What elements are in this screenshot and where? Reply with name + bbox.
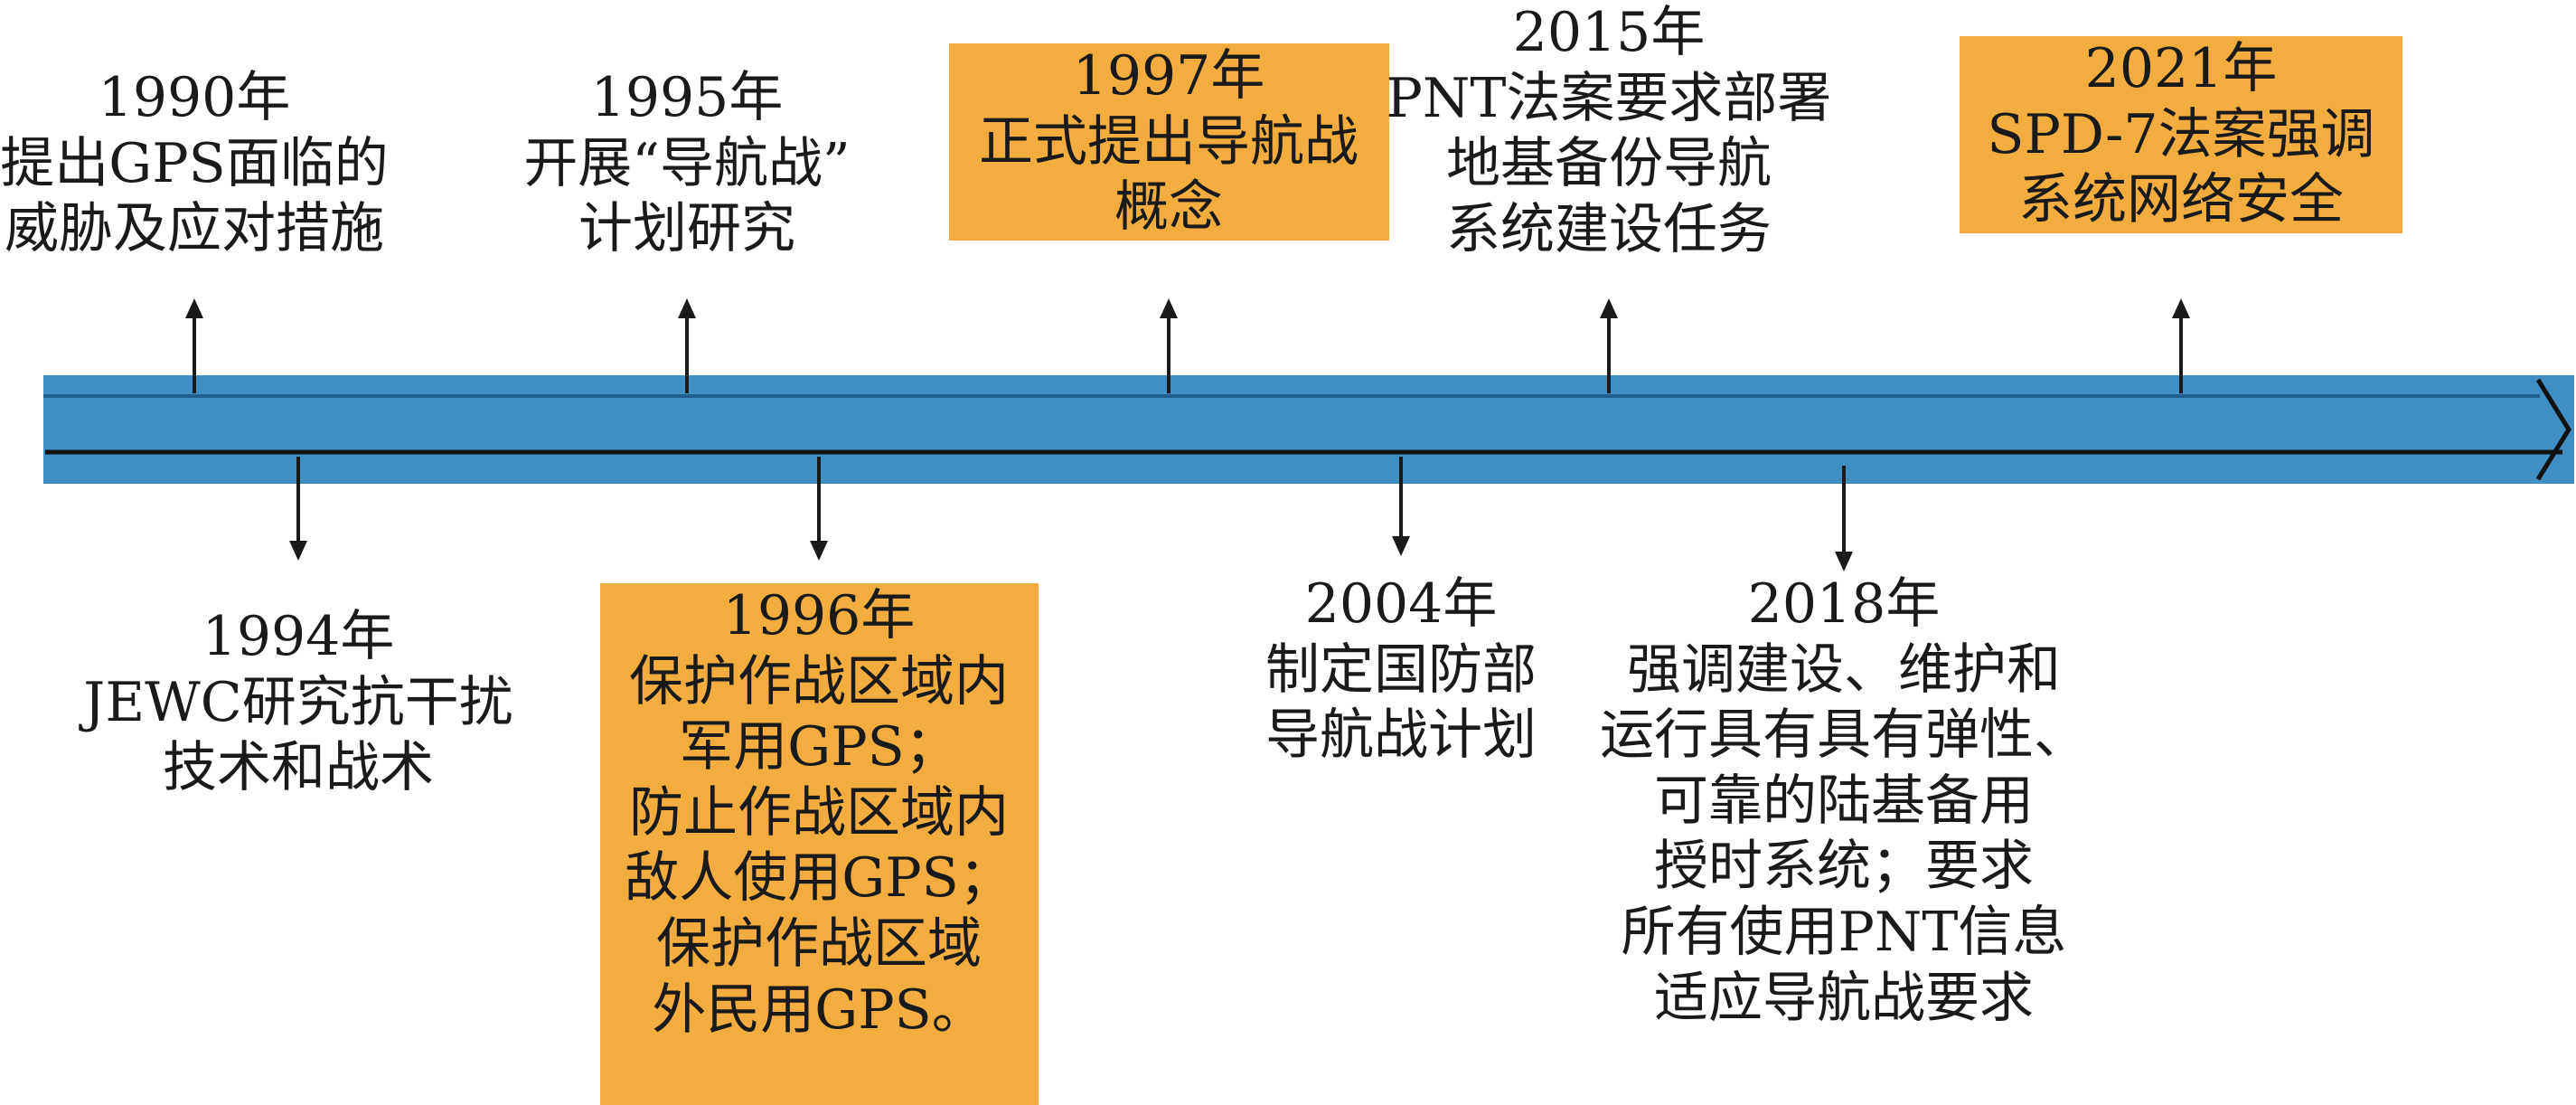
- event-2004: 2004年制定国防部导航战计划: [1211, 571, 1591, 769]
- event-year: 1997年: [1072, 44, 1265, 108]
- event-description-line: 敌人使用GPS；: [625, 846, 1013, 911]
- connector-2004: [1392, 457, 1410, 556]
- event-1995: 1995年开展“导航战”计划研究: [475, 65, 899, 262]
- connector-1990: [185, 298, 203, 393]
- event-2018: 2018年强调建设、维护和运行具有具有弹性、可靠的陆基备用授时系统；要求所有使用…: [1582, 571, 2106, 1031]
- timeline-bar: [43, 375, 2574, 484]
- event-description-line: 地基备份导航: [1446, 132, 1772, 196]
- event-description-line: 提出GPS面临的: [0, 131, 389, 195]
- event-description-line: 计划研究: [578, 197, 795, 261]
- event-description-line: 强调建设、维护和: [1627, 638, 2061, 702]
- event-description-line: 所有使用PNT信息: [1621, 900, 2067, 964]
- connector-arrow-icon-1995: [678, 298, 696, 318]
- event-description-line: 概念: [1114, 175, 1223, 240]
- event-description-line: PNT法案要求部署: [1386, 66, 1832, 130]
- event-1996: 1996年保护作战区域内军用GPS；防止作战区域内敌人使用GPS；保护作战区域外…: [599, 583, 1039, 1105]
- connector-arrow-icon-1994: [289, 541, 307, 561]
- event-description-line: 保护作战区域内: [629, 649, 1009, 713]
- connector-2018: [1835, 466, 1853, 571]
- connector-arrow-icon-1997: [1160, 298, 1178, 318]
- timeline-band: [43, 375, 2574, 484]
- event-year: 2004年: [1304, 572, 1498, 636]
- connector-2015: [1600, 298, 1618, 393]
- event-description-line: SPD-7法案强调: [1987, 102, 2375, 166]
- connector-1994: [289, 457, 307, 561]
- event-year: 1996年: [722, 584, 916, 647]
- connector-2021: [2172, 298, 2190, 393]
- event-year: 2018年: [1747, 572, 1941, 636]
- event-year: 1990年: [98, 66, 291, 129]
- event-connectors: [185, 298, 2190, 571]
- timeline-arrow-head: [2535, 378, 2571, 481]
- connector-1996: [810, 457, 828, 561]
- event-description-line: 技术和战术: [163, 736, 434, 800]
- event-1997: 1997年正式提出导航战概念: [948, 43, 1389, 241]
- event-description-line: JEWC研究抗干扰: [83, 670, 513, 734]
- event-year: 2021年: [2084, 37, 2278, 100]
- event-description-line: 运行具有具有弹性、: [1600, 704, 2088, 768]
- event-year: 1994年: [202, 605, 395, 668]
- event-description-line: 正式提出导航战: [979, 109, 1359, 174]
- connector-arrow-icon-2018: [1835, 552, 1853, 571]
- event-description-line: 军用GPS；: [679, 715, 959, 779]
- event-year: 1995年: [590, 66, 784, 129]
- event-year: 2015年: [1512, 1, 1706, 64]
- connector-arrow-icon-2004: [1392, 536, 1410, 556]
- connector-arrow-icon-1990: [185, 298, 203, 318]
- event-description-line: 开展“导航战”: [523, 131, 851, 195]
- event-description-line: 导航战计划: [1265, 704, 1537, 768]
- event-description-line: 系统建设任务: [1446, 197, 1772, 261]
- connector-1997: [1160, 298, 1178, 393]
- event-description-line: 系统网络安全: [2018, 168, 2344, 232]
- event-description-line: 授时系统；要求: [1654, 835, 2034, 899]
- event-description-line: 威胁及应对措施: [5, 197, 384, 261]
- event-description-line: 外民用GPS。: [652, 978, 986, 1042]
- event-description-line: 制定国防部: [1265, 638, 1537, 702]
- connector-arrow-icon-2015: [1600, 298, 1618, 318]
- event-description-line: 防止作战区域内: [629, 780, 1009, 845]
- connector-arrow-icon-2021: [2172, 298, 2190, 318]
- connector-1995: [678, 298, 696, 393]
- event-description-line: 适应导航战要求: [1654, 966, 2034, 1030]
- event-description-line: 可靠的陆基备用: [1654, 769, 2034, 833]
- event-description-line: 保护作战区域: [656, 911, 982, 976]
- event-1990: 1990年提出GPS面临的威胁及应对措施: [0, 65, 407, 262]
- connector-arrow-icon-1996: [810, 541, 828, 561]
